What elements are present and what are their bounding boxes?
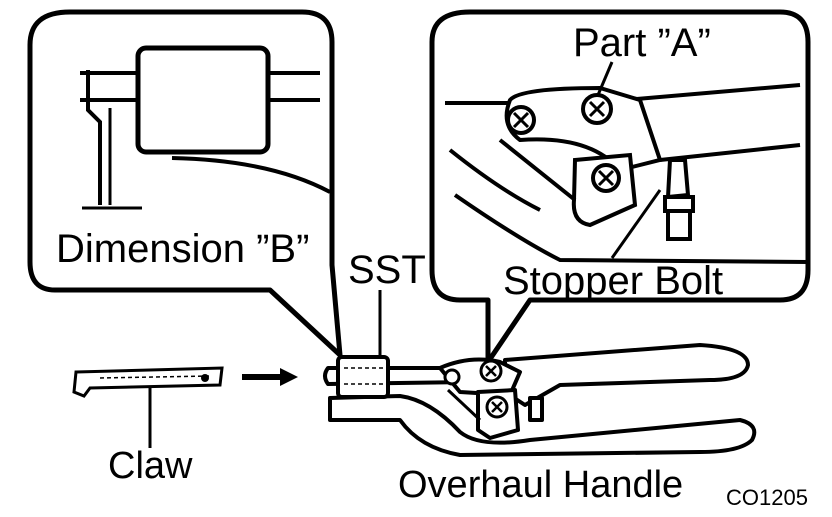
part-a-detail-drawing (445, 83, 809, 264)
figure-code: CO1205 (726, 485, 808, 510)
claw-part (72, 366, 224, 398)
insert-arrow (242, 368, 298, 386)
label-dimension-b: Dimension ”B” (56, 227, 309, 271)
callout-dimension-b (27, 9, 343, 358)
label-claw: Claw (108, 445, 193, 487)
label-overhaul-handle: Overhaul Handle (398, 464, 683, 506)
handle-screws (443, 359, 509, 419)
overhaul-handle-assembly (323, 343, 757, 457)
leader-part-a (596, 61, 614, 96)
dimension-b-detail-drawing (80, 45, 331, 210)
label-sst: SST (348, 248, 426, 292)
callout-part-a (429, 9, 811, 365)
label-stopper-bolt: Stopper Bolt (503, 259, 723, 303)
label-part-a: Part ”A” (573, 21, 711, 65)
